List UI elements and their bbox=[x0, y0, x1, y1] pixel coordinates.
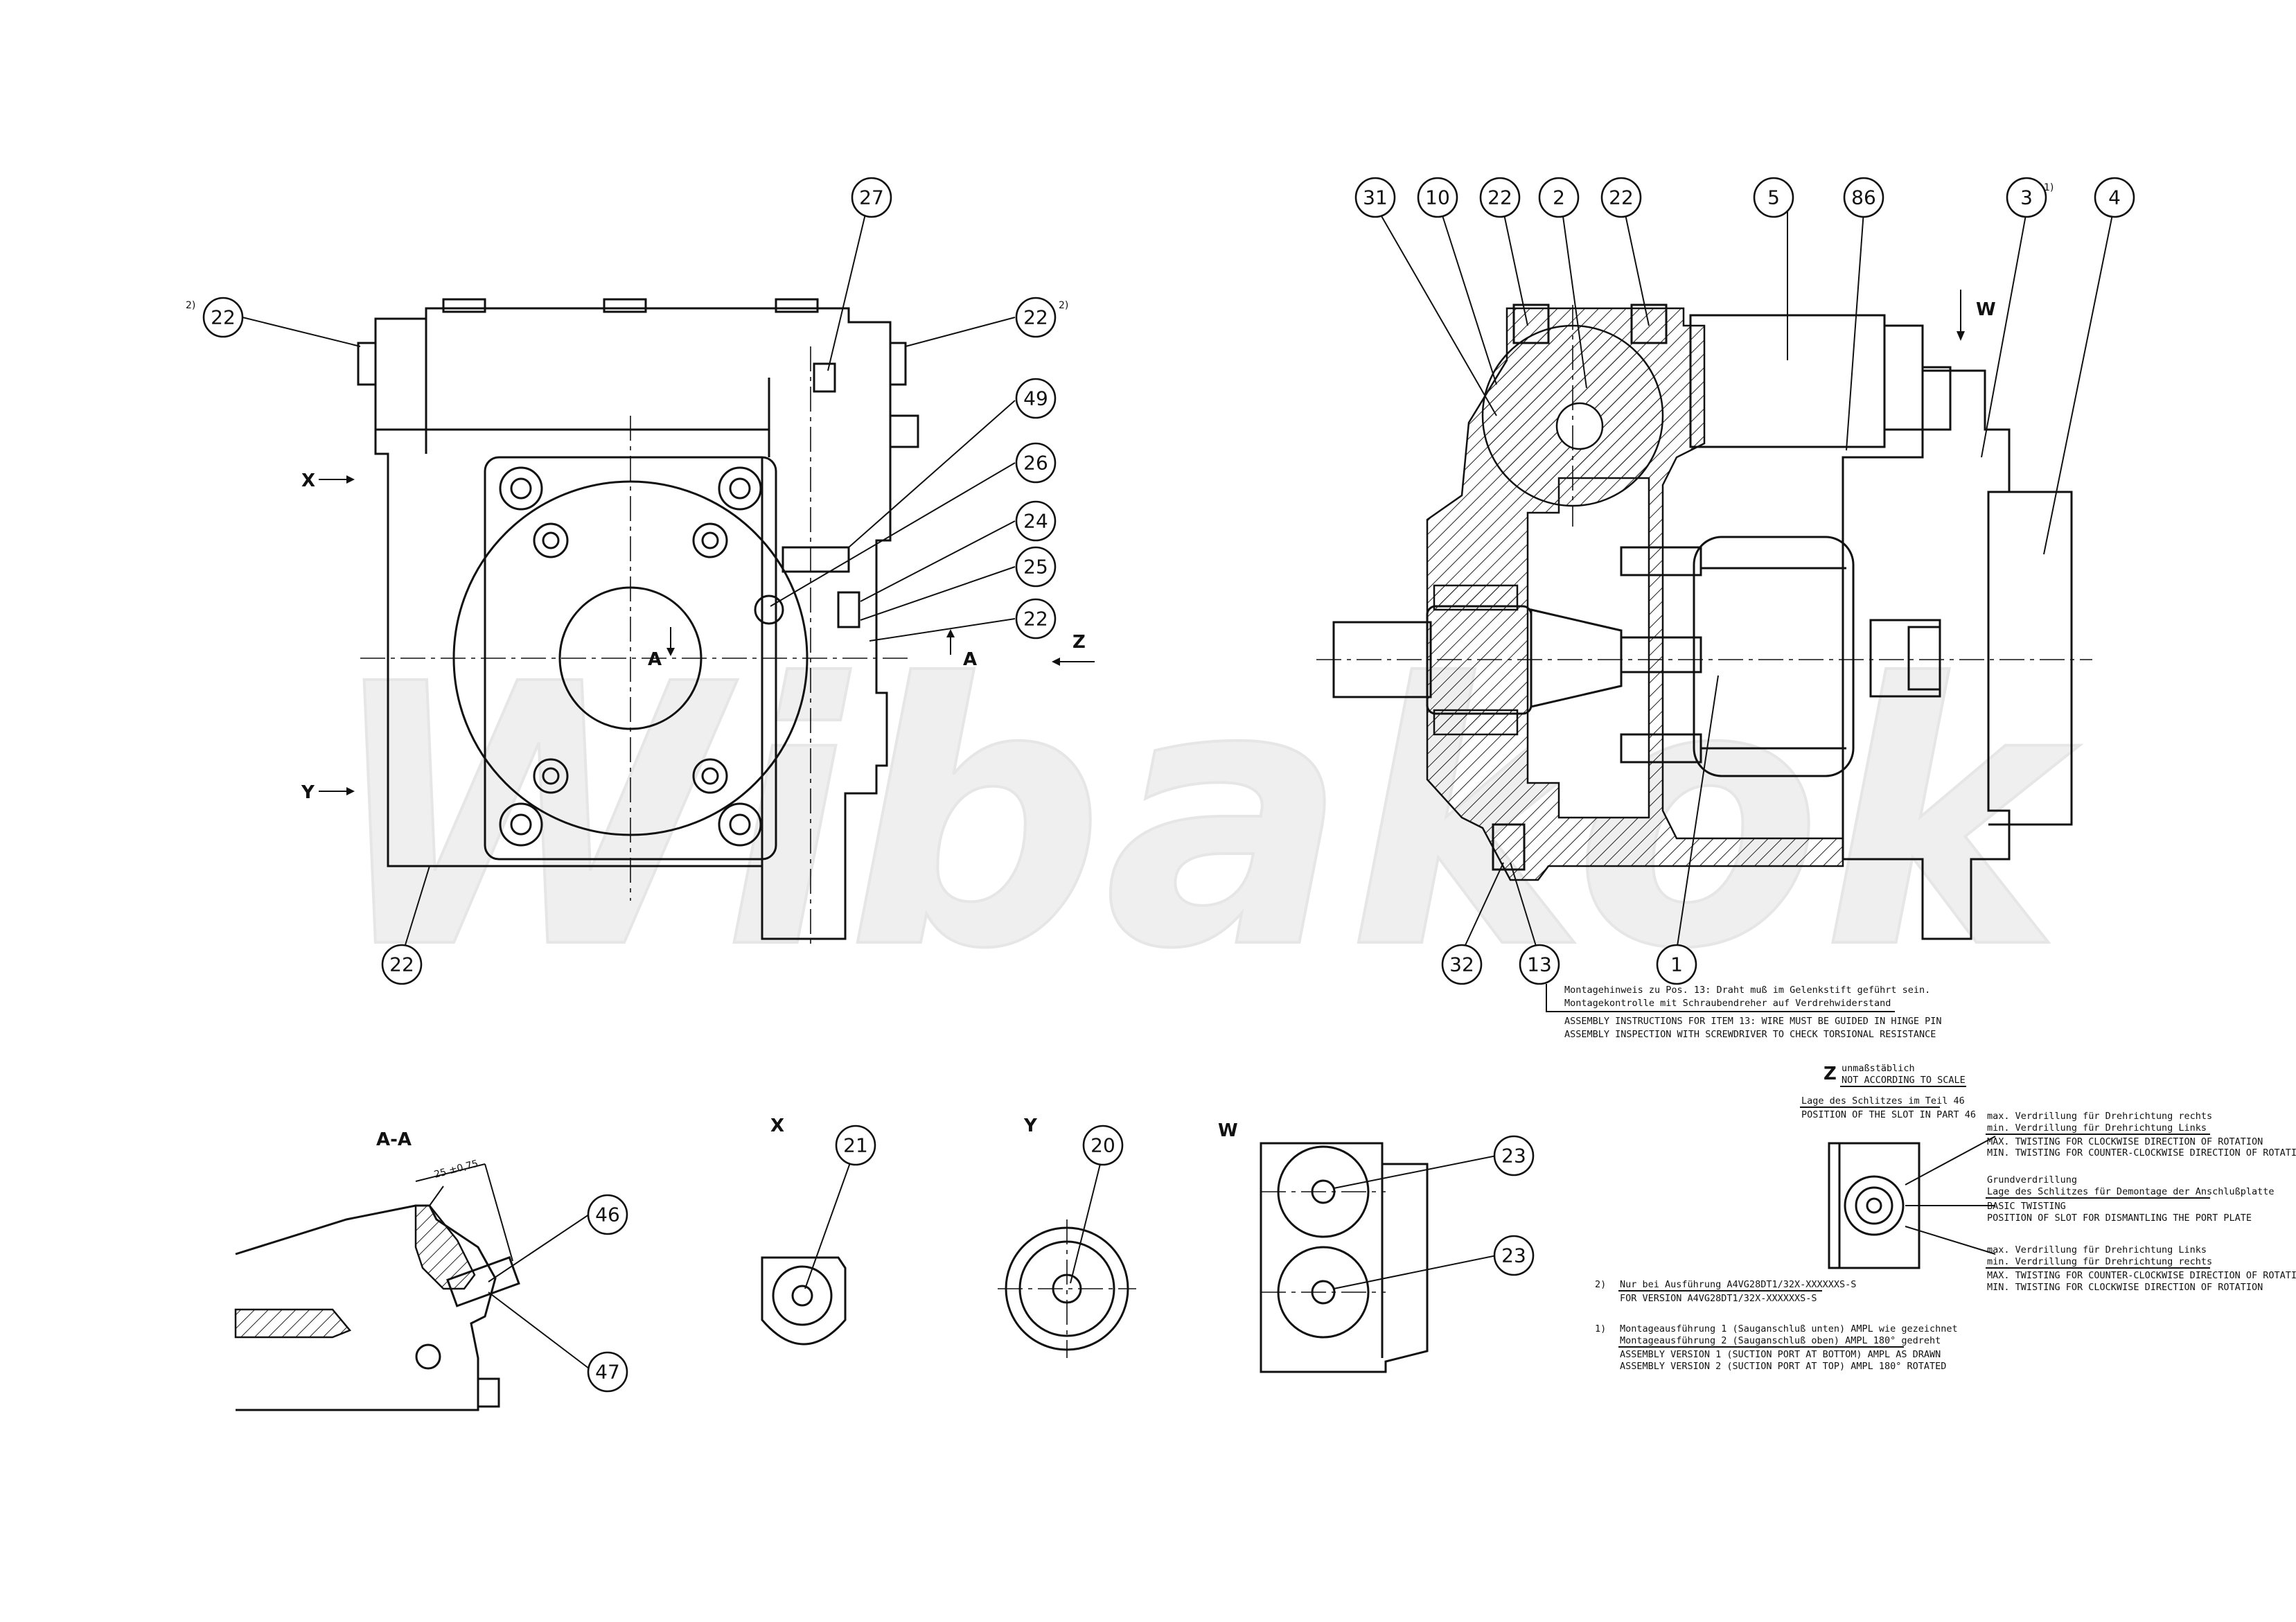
footnote-mark-left-1: 2) bbox=[186, 300, 195, 311]
callout-27: 27 bbox=[859, 186, 884, 209]
callout-46: 46 bbox=[595, 1204, 620, 1226]
marker-x: X bbox=[301, 470, 315, 491]
callout-26: 26 bbox=[1023, 452, 1048, 475]
basic-de-2: Lage des Schlitzes für Demontage der Ans… bbox=[1987, 1186, 2275, 1197]
callout-13: 13 bbox=[1527, 953, 1552, 976]
leaders-right bbox=[1378, 211, 2114, 953]
assembly-note-en-1: ASSEMBLY INSTRUCTIONS FOR ITEM 13: WIRE … bbox=[1564, 1016, 1942, 1027]
twist-bot-de-1: max. Verdrillung für Drehrichtung Links bbox=[1987, 1244, 2207, 1255]
callout-47: 47 bbox=[595, 1361, 620, 1384]
footnote-mark-3: 1) bbox=[2044, 182, 2054, 193]
slot-note-en: POSITION OF THE SLOT IN PART 46 bbox=[1801, 1109, 1976, 1120]
twist-bot-de-2: min. Verdrillung für Drehrichtung rechts bbox=[1987, 1256, 2212, 1267]
footnote-1-en-1: ASSEMBLY VERSION 1 (SUCTION PORT AT BOTT… bbox=[1620, 1349, 1941, 1360]
bubbles-right: 31 10 22 2 22 5 86 3 4 32 13 1 bbox=[1354, 177, 2135, 985]
footnote-1-mark: 1) bbox=[1595, 1323, 1606, 1334]
callout-86: 86 bbox=[1851, 186, 1876, 209]
assembly-note-de-2: Montagekontrolle mit Schraubendreher auf… bbox=[1564, 998, 1891, 1009]
bubbles-left: 22 22 27 49 26 24 25 22 22 bbox=[202, 177, 1057, 985]
footnote-mark-left-2: 2) bbox=[1059, 300, 1068, 311]
callout-2: 2 bbox=[1553, 186, 1565, 209]
view-y: Y 20 bbox=[998, 1116, 1136, 1358]
slot-note-de: Lage des Schlitzes im Teil 46 bbox=[1801, 1095, 1965, 1107]
marker-a-left: A bbox=[648, 649, 662, 670]
view-w-title: W bbox=[1218, 1120, 1238, 1141]
dimension-aa: 25 ±0,75 bbox=[433, 1158, 479, 1181]
watermark: Wibakok bbox=[326, 608, 2081, 1028]
view-x-title: X bbox=[770, 1116, 784, 1136]
callout-22-right: 22 bbox=[1023, 608, 1048, 631]
marker-y: Y bbox=[301, 782, 315, 803]
twist-top-de-2: min. Verdrillung für Drehrichtung Links bbox=[1987, 1122, 2207, 1134]
marker-a-right: A bbox=[963, 649, 977, 670]
twist-top-en-2: MIN. TWISTING FOR COUNTER-CLOCKWISE DIRE… bbox=[1987, 1147, 2296, 1158]
section-aa: A-A 25 ±0,75 46 47 bbox=[234, 1129, 628, 1411]
basic-de-1: Grundverdrillung bbox=[1987, 1174, 2077, 1185]
z-note-en: NOT ACCORDING TO SCALE bbox=[1842, 1075, 1966, 1086]
section-aa-title: A-A bbox=[376, 1129, 412, 1150]
view-w: W 23 23 bbox=[1218, 1120, 1535, 1373]
callout-25: 25 bbox=[1023, 556, 1048, 579]
callout-22-a: 22 bbox=[1487, 186, 1512, 209]
callout-32: 32 bbox=[1449, 953, 1474, 976]
front-view bbox=[357, 298, 919, 949]
callout-23-top: 23 bbox=[1501, 1145, 1526, 1167]
callout-22-bottom: 22 bbox=[389, 953, 414, 976]
direction-markers-left: X Y Z A A 2) 2) bbox=[186, 300, 1095, 803]
footnote-1-de-2: Montageausführung 2 (Sauganschluß oben) … bbox=[1620, 1335, 1941, 1346]
twist-bot-en-1: MAX. TWISTING FOR COUNTER-CLOCKWISE DIRE… bbox=[1987, 1270, 2296, 1281]
view-x: X 21 bbox=[761, 1116, 876, 1346]
footnote-1-de-1: Montageausführung 1 (Sauganschluß unten)… bbox=[1620, 1323, 1958, 1334]
leaders-left bbox=[242, 211, 1016, 957]
twist-top-en-1: MAX. TWISTING FOR CLOCKWISE DIRECTION OF… bbox=[1987, 1136, 2263, 1147]
twist-top-de-1: max. Verdrillung für Drehrichtung rechts bbox=[1987, 1111, 2212, 1122]
view-z-title: Z bbox=[1823, 1064, 1837, 1084]
basic-en-1: BASIC TWISTING bbox=[1987, 1201, 2066, 1212]
section-view bbox=[1316, 303, 2092, 940]
callout-31: 31 bbox=[1363, 186, 1388, 209]
callout-3: 3 bbox=[2020, 186, 2033, 209]
assembly-note: Montagehinweis zu Pos. 13: Draht muß im … bbox=[1546, 984, 1942, 1040]
callout-4: 4 bbox=[2108, 186, 2121, 209]
marker-w: W bbox=[1976, 299, 1996, 320]
assembly-note-de-1: Montagehinweis zu Pos. 13: Draht muß im … bbox=[1564, 985, 1930, 996]
basic-en-2: POSITION OF SLOT FOR DISMANTLING THE POR… bbox=[1987, 1213, 2252, 1224]
marker-z: Z bbox=[1072, 632, 1086, 653]
callout-22-top-left: 22 bbox=[211, 306, 236, 329]
twist-bot-en-2: MIN. TWISTING FOR CLOCKWISE DIRECTION OF… bbox=[1987, 1282, 2263, 1293]
view-y-title: Y bbox=[1023, 1116, 1038, 1136]
callout-24: 24 bbox=[1023, 510, 1048, 533]
w-marker: W 1) bbox=[1957, 182, 2054, 341]
footnote-1-en-2: ASSEMBLY VERSION 2 (SUCTION PORT AT TOP)… bbox=[1620, 1361, 1946, 1372]
callout-22-top-right: 22 bbox=[1023, 306, 1048, 329]
view-z: Z unmaßstäblich NOT ACCORDING TO SCALE L… bbox=[1800, 1063, 2296, 1293]
callout-22-b: 22 bbox=[1609, 186, 1634, 209]
footnote-2-de: Nur bei Ausführung A4VG28DT1/32X-XXXXXXS… bbox=[1620, 1279, 1856, 1290]
callout-10: 10 bbox=[1425, 186, 1450, 209]
callout-1: 1 bbox=[1670, 953, 1683, 976]
callout-49: 49 bbox=[1023, 387, 1048, 410]
assembly-note-en-2: ASSEMBLY INSPECTION WITH SCREWDRIVER TO … bbox=[1564, 1029, 1936, 1040]
callout-5: 5 bbox=[1767, 186, 1780, 209]
z-note-de: unmaßstäblich bbox=[1842, 1063, 1915, 1074]
callout-20: 20 bbox=[1090, 1134, 1115, 1157]
callout-23-bottom: 23 bbox=[1501, 1244, 1526, 1267]
footnotes: 2) Nur bei Ausführung A4VG28DT1/32X-XXXX… bbox=[1595, 1279, 1958, 1372]
callout-21: 21 bbox=[843, 1134, 868, 1157]
footnote-2-en: FOR VERSION A4VG28DT1/32X-XXXXXXS-S bbox=[1620, 1293, 1817, 1304]
footnote-2-mark: 2) bbox=[1595, 1279, 1606, 1290]
